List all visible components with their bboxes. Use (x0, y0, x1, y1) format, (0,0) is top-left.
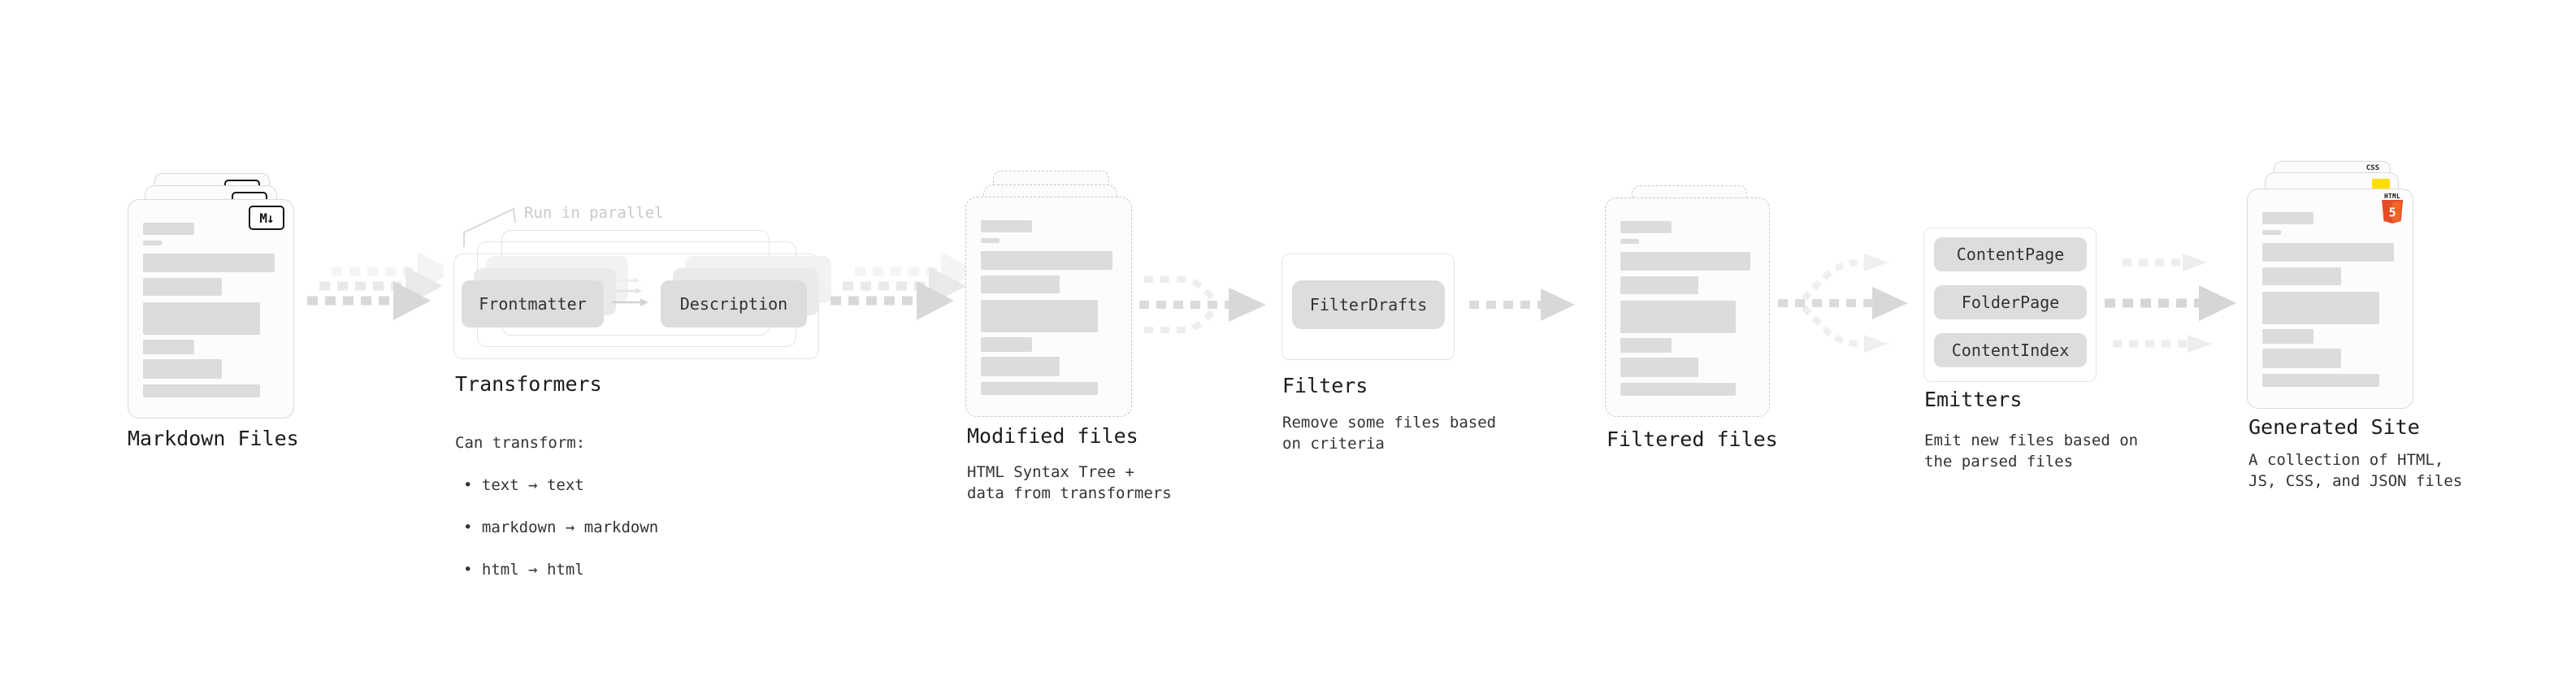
skeleton-bar (143, 254, 275, 272)
skeleton-bar (1620, 276, 1698, 294)
skeleton-bar (981, 238, 1000, 243)
modified-files-title: Modified files (967, 424, 1138, 448)
skeleton-bar (2262, 292, 2379, 324)
markdown-files-title: Markdown Files (128, 427, 299, 450)
emitter-pill-contentpage: ContentPage (1934, 237, 2087, 271)
run-in-parallel-label: Run in parallel (524, 204, 664, 222)
transformer-pill-frontmatter: Frontmatter (462, 280, 604, 327)
transformers-bullet: • markdown → markdown (463, 518, 659, 536)
generated-site-note: A collection of HTML, JS, CSS, and JSON … (2249, 451, 2463, 490)
skeleton-bar (981, 357, 1060, 376)
merge-arrow-icon (1138, 270, 1272, 340)
skeleton-bar (2262, 267, 2341, 285)
emitters-title: Emitters (1924, 388, 2023, 411)
js-file-icon (2372, 179, 2390, 189)
html5-logo-word: HTML (2383, 193, 2401, 200)
skeleton-bar (143, 278, 222, 296)
transformers-bullet: • html → html (463, 561, 584, 579)
filter-pill-filterdrafts: FilterDrafts (1292, 280, 1445, 329)
skeleton-bar (143, 384, 260, 397)
skeleton-bar (1620, 221, 1672, 233)
emitter-pill-contentindex: ContentIndex (1934, 333, 2087, 367)
transformers-title: Transformers (455, 372, 602, 396)
triple-dashed-arrow-icon (2103, 252, 2243, 354)
skeleton-bar (1620, 358, 1698, 377)
filtered-file-card-front (1605, 197, 1770, 417)
modified-file-card-front (965, 197, 1132, 417)
skeleton-bar (143, 302, 260, 335)
transformers-note: Can transform: • text → text • markdown … (455, 411, 658, 601)
skeleton-bar (2262, 230, 2282, 235)
split-arrow-icon (1776, 252, 1916, 354)
dashed-arrow-icon (1468, 285, 1577, 324)
skeleton-bar (1620, 338, 1672, 353)
emitters-note: Emit new files based on the parsed files (1924, 432, 2139, 471)
filters-title: Filters (1282, 374, 1368, 397)
skeleton-bar (143, 340, 195, 354)
html5-logo-number: 5 (2388, 206, 2396, 220)
filtered-files-title: Filtered files (1607, 427, 1778, 451)
stacked-dashed-arrow-icon (829, 244, 967, 325)
skeleton-bar (143, 223, 195, 235)
skeleton-bar (981, 300, 1098, 332)
skeleton-bar (1620, 252, 1751, 271)
transformer-pill-description: Description (661, 280, 807, 327)
markdown-icon: M↓ (249, 206, 284, 230)
emitter-pill-folderpage: FolderPage (1934, 285, 2087, 319)
skeleton-bar (2262, 243, 2394, 262)
html5-logo-icon: HTML 5 (2381, 193, 2404, 224)
parallel-arrows-icon (611, 275, 652, 308)
skeleton-bar (981, 251, 1112, 270)
skeleton-bar (2262, 349, 2341, 368)
skeleton-bar (981, 275, 1060, 293)
skeleton-bar (2262, 329, 2314, 344)
modified-files-note: HTML Syntax Tree + data from transformer… (967, 463, 1172, 502)
annotation-connector-line (463, 206, 518, 249)
filters-note: Remove some files based on criteria (1282, 414, 1497, 453)
skeleton-bar (1620, 383, 1736, 396)
markdown-file-card-front: M↓ (128, 199, 294, 419)
generated-site-title: Generated Site (2249, 415, 2420, 439)
skeleton-bar (143, 359, 222, 379)
skeleton-bar (2262, 374, 2379, 387)
stacked-dashed-arrow-icon (306, 244, 444, 325)
skeleton-bar (981, 337, 1033, 352)
generated-file-card-front: HTML 5 (2247, 189, 2413, 409)
skeleton-bar (1620, 301, 1736, 333)
skeleton-bar (981, 382, 1098, 395)
skeleton-bar (143, 241, 163, 245)
skeleton-bar (981, 220, 1033, 232)
transformers-bullet: • text → text (463, 476, 584, 494)
transformers-note-title: Can transform: (455, 434, 586, 452)
skeleton-bar (1620, 239, 1640, 244)
skeleton-bar (2262, 212, 2314, 224)
